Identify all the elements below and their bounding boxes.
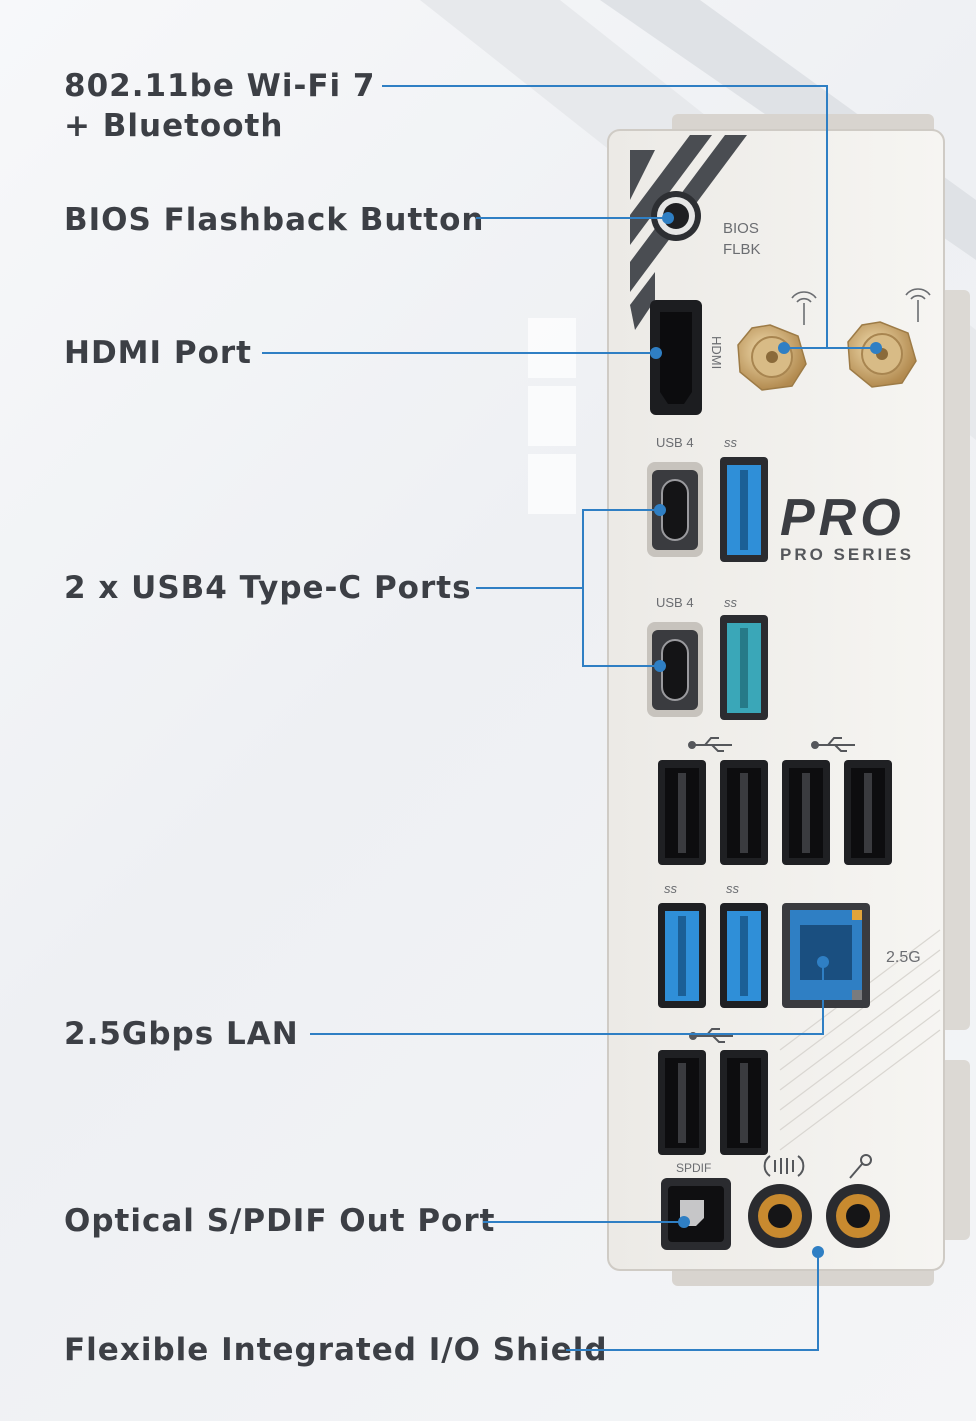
svg-text:PRO SERIES: PRO SERIES bbox=[780, 545, 914, 564]
audio-line-out-jack[interactable] bbox=[748, 1184, 812, 1248]
audio-mic-in-jack[interactable] bbox=[826, 1184, 890, 1248]
usb-a-port[interactable] bbox=[720, 760, 768, 865]
wifi-callout-line2: + Bluetooth bbox=[64, 108, 284, 144]
hdmi-label: HDMI bbox=[709, 336, 724, 369]
hdmi-port[interactable] bbox=[650, 300, 702, 415]
usb-a-port[interactable] bbox=[844, 760, 892, 865]
lan-port[interactable] bbox=[782, 903, 870, 1008]
superspeed-label: ss bbox=[726, 881, 740, 896]
usb-a-port[interactable] bbox=[720, 615, 768, 720]
usb-icon bbox=[811, 737, 855, 752]
superspeed-label: ss bbox=[724, 595, 738, 610]
spdif-label: SPDIF bbox=[676, 1161, 711, 1175]
microphone-icon bbox=[849, 1154, 872, 1179]
pro-series-logo: PRO PRO SERIES bbox=[780, 489, 914, 564]
usb4-bottom-label: USB 4 bbox=[656, 595, 694, 610]
usb-a-port[interactable] bbox=[658, 903, 706, 1008]
lan-speed-label: 2.5G bbox=[886, 949, 921, 966]
spdif-callout: Optical S/PDIF Out Port bbox=[64, 1203, 496, 1239]
leader-lines bbox=[262, 85, 876, 1351]
usb-a-port[interactable] bbox=[720, 457, 768, 562]
wifi-callout-line1: 802.11be Wi-Fi 7 bbox=[64, 68, 376, 104]
speaker-out-icon bbox=[763, 1155, 805, 1177]
usb4-type-c-port-2[interactable] bbox=[647, 622, 703, 717]
usb-icon bbox=[688, 737, 732, 752]
antenna-icon bbox=[905, 288, 931, 322]
usb4-callout: 2 x USB4 Type-C Ports bbox=[64, 570, 472, 606]
optical-spdif-port[interactable] bbox=[661, 1178, 731, 1250]
usb-a-port[interactable] bbox=[720, 903, 768, 1008]
usb-a-port[interactable] bbox=[658, 760, 706, 865]
usb-a-port[interactable] bbox=[782, 760, 830, 865]
bios-flashback-button[interactable] bbox=[651, 191, 701, 241]
bios-label: BIOS bbox=[723, 220, 759, 237]
flbk-label: FLBK bbox=[723, 241, 761, 258]
usb-a-port[interactable] bbox=[720, 1050, 768, 1155]
leader-dots bbox=[650, 212, 882, 1258]
superspeed-label: ss bbox=[664, 881, 678, 896]
usb4-top-label: USB 4 bbox=[656, 435, 694, 450]
antenna-icon bbox=[791, 291, 817, 325]
shield-side-tab bbox=[940, 290, 970, 1030]
usb-a-port[interactable] bbox=[658, 1050, 706, 1155]
superspeed-label: ss bbox=[724, 435, 738, 450]
usb4-type-c-port-1[interactable] bbox=[647, 462, 703, 557]
hdmi-callout: HDMI Port bbox=[64, 335, 252, 371]
bios-callout: BIOS Flashback Button bbox=[64, 202, 485, 238]
shield-callout: Flexible Integrated I/O Shield bbox=[64, 1332, 608, 1368]
svg-text:PRO: PRO bbox=[780, 489, 905, 547]
lan-callout: 2.5Gbps LAN bbox=[64, 1016, 299, 1052]
